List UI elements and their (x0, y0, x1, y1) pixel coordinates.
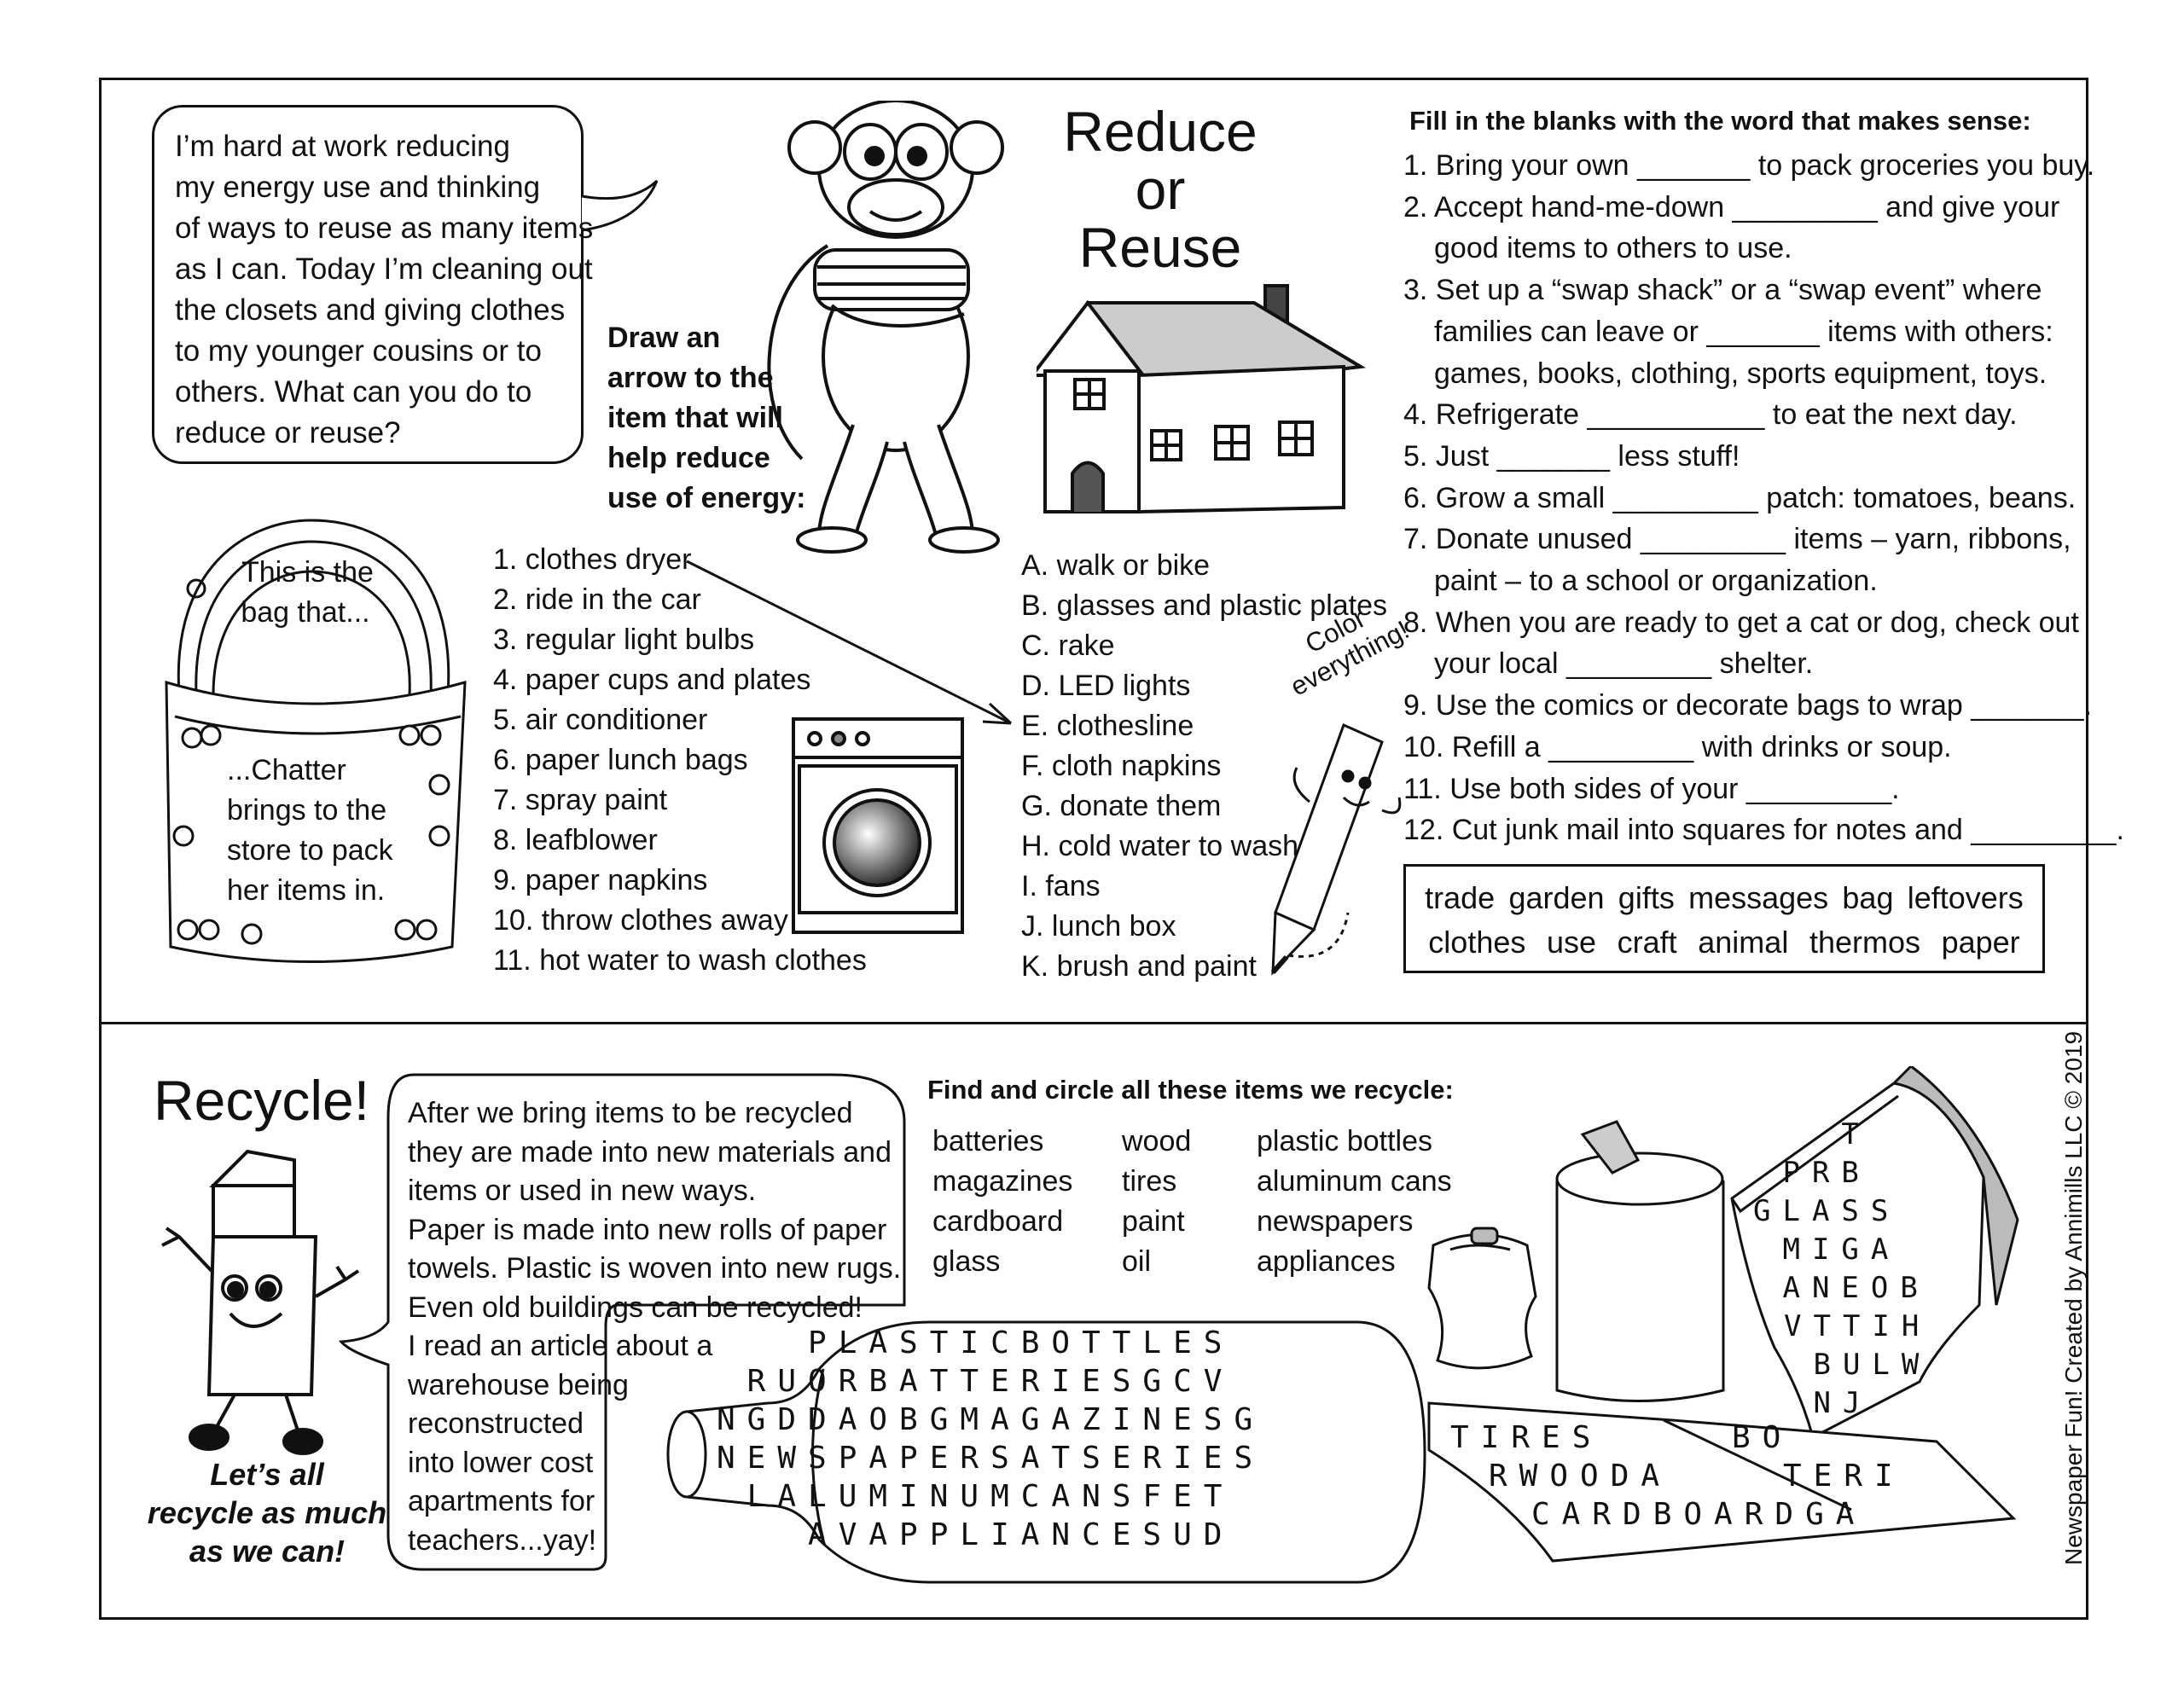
fill-blanks-list: 1. Bring your own _______ to pack grocer… (1403, 145, 2124, 851)
speech-bubble-top (152, 105, 584, 464)
speech-bubble-tail (581, 179, 659, 232)
list-item: 4. Refrigerate ___________ to eat the ne… (1403, 398, 2018, 432)
word-bank: trade garden gifts messages bag leftover… (1403, 864, 2045, 973)
speech-bubble-bottom (338, 1073, 906, 1571)
list-item: good items to others to use. (1434, 232, 1792, 265)
list-item: 9. paper napkins (493, 864, 708, 896)
list-item: G. donate them (1021, 790, 1222, 822)
list-item: 12. Cut junk mail into squares for notes… (1403, 814, 2124, 847)
list-item: J. lunch box (1021, 910, 1176, 943)
list-item: your local _________ shelter. (1434, 647, 1814, 681)
soda-can-illustration (1555, 1120, 1725, 1402)
find-circle-col2: wood tires paint oil (1122, 1125, 1192, 1278)
list-item: 8. When you are ready to get a cat or do… (1403, 606, 2079, 639)
list-item: 4. paper cups and plates (493, 664, 811, 696)
list-item: 3. regular light bulbs (493, 624, 755, 656)
list-item: A. walk or bike (1021, 549, 1211, 582)
list-item: 10. Refill a _________ with drinks or so… (1403, 730, 1952, 763)
list-item: 1. Bring your own _______ to pack grocer… (1403, 149, 2095, 182)
list-item: 5. Just _______ less stuff! (1403, 439, 1740, 473)
crushed-can-illustration (1427, 1227, 1537, 1370)
energy-items-list: 1. clothes dryer 2. ride in the car 3. r… (493, 540, 867, 981)
page-frame (99, 78, 2088, 1620)
list-item: 9. Use the comics or decorate bags to wr… (1403, 689, 2093, 722)
speech-text-top: I’m hard at work reducing my energy use … (175, 130, 594, 450)
section-divider (99, 1022, 2088, 1024)
bag-illustration (165, 519, 467, 963)
list-item: F. cloth napkins (1021, 750, 1222, 782)
bag-top-text: This is the bag that... (241, 556, 374, 629)
list-item: 6. paper lunch bags (493, 744, 748, 776)
list-item: 5. air conditioner (493, 704, 708, 736)
example-arrow (686, 560, 1013, 725)
milk-carton-illustration (161, 1149, 360, 1455)
bottle-illustration (666, 1320, 1426, 1584)
recycle-title: Recycle! (154, 1069, 370, 1132)
house-illustration (1037, 284, 1367, 514)
list-item: K. brush and paint (1021, 950, 1257, 983)
reduce-reuse-title: Reduce or Reuse (1063, 100, 1258, 279)
draw-arrow-instructions: Draw an (607, 322, 721, 354)
find-circle-col3: plastic bottles aluminum cans newspapers… (1257, 1125, 1452, 1278)
list-item: 3. Set up a “swap shack” or a “swap even… (1403, 274, 2042, 307)
draw-arrow-instructions-rest: arrow to the item that will help reduce … (607, 362, 806, 514)
list-item: 7. spray paint (493, 784, 668, 816)
list-item: 8. leafblower (493, 824, 658, 856)
flat-paper-illustration (1427, 1401, 2017, 1563)
list-item: E. clothesline (1021, 710, 1194, 742)
newspaper-illustration (1730, 1066, 2019, 1440)
list-item: 6. Grow a small _________ patch: tomatoe… (1403, 481, 2077, 514)
washing-machine-illustration (792, 717, 964, 934)
pencil-illustration (1270, 722, 1402, 976)
credit-line: Newspaper Fun! Created by Annimills LLC … (2060, 1030, 2087, 1565)
bag-bottom-text: ...Chatter brings to the store to pack h… (227, 754, 393, 907)
list-item: H. cold water to wash (1021, 830, 1299, 862)
list-item: B. glasses and plastic plates (1021, 589, 1388, 622)
speech-text-bottom: After we bring items to be recycled they… (408, 1097, 902, 1557)
list-item: C. rake (1021, 629, 1115, 662)
fill-blanks-heading: Fill in the blanks with the word that ma… (1409, 106, 2031, 136)
list-item: I. fans (1021, 870, 1101, 902)
list-item: games, books, clothing, sports equipment… (1434, 357, 2048, 390)
list-item: paint – to a school or organization. (1434, 565, 1878, 598)
list-item: families can leave or _______ items with… (1434, 315, 2053, 348)
monkey-illustration (767, 101, 1004, 554)
energy-answers-list: A. walk or bike B. glasses and plastic p… (1021, 546, 1387, 987)
list-item: 7. Donate unused _________ items – yarn,… (1403, 523, 2071, 556)
list-item: 2. Accept hand-me-down _________ and giv… (1403, 190, 2060, 223)
recycle-slogan: Let’s all recycle as much as we can! (147, 1457, 387, 1569)
find-circle-col1: batteries magazines cardboard glass (932, 1125, 1073, 1278)
list-item: 10. throw clothes away (493, 904, 788, 937)
list-item: D. LED lights (1021, 670, 1191, 702)
list-item: 11. hot water to wash clothes (493, 944, 867, 977)
list-item: 1. clothes dryer (493, 543, 692, 576)
list-item: 2. ride in the car (493, 583, 701, 616)
find-circle-heading: Find and circle all these items we recyc… (927, 1075, 1454, 1105)
list-item: 11. Use both sides of your _________. (1403, 772, 1900, 805)
